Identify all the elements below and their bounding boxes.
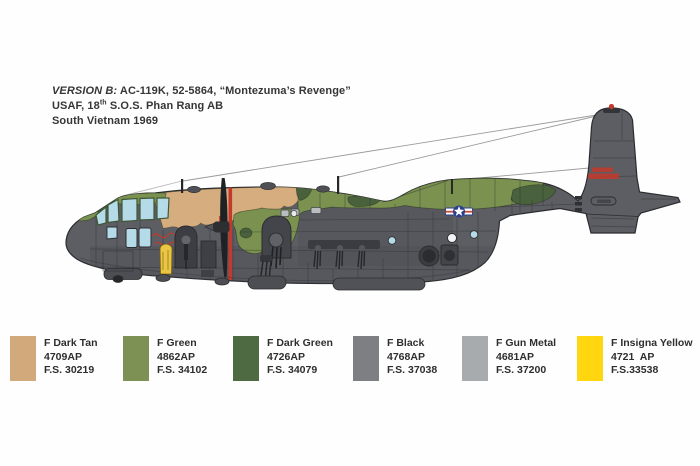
paint-code: 4726AP [267, 350, 305, 363]
paint-code: 4768AP [387, 350, 425, 363]
paint-code: 4721 AP [611, 350, 655, 363]
version-label: VERSION B: [52, 85, 118, 97]
paint-code: 4862AP [157, 350, 195, 363]
open-panel [200, 240, 217, 269]
paint-name: F Dark Tan [44, 337, 98, 349]
caption-line-2: USAF, 18th S.O.S. Phan Rang AB [52, 99, 351, 114]
paint-code: 4681AP [496, 350, 534, 363]
tail-details [575, 103, 639, 217]
paint-fs-number: F.S. 37038 [387, 364, 438, 377]
paint-color-box [123, 336, 149, 381]
caption-line-3: South Vietnam 1969 [52, 115, 159, 127]
open-panel-small [201, 270, 214, 277]
observation-window [447, 233, 457, 243]
tail-code-marking [592, 167, 613, 172]
astrodome-window [290, 210, 298, 217]
airframe-silhouette [65, 107, 681, 285]
paint-color-box [353, 336, 379, 381]
fuselage-side-windows [125, 227, 152, 248]
gun-door-arch [261, 215, 292, 269]
paint-fs-number: F.S. 34079 [267, 364, 318, 377]
paint-color-box [462, 336, 488, 381]
paint-name: F Gun Metal [496, 337, 557, 349]
paint-fs-number: F.S. 34102 [157, 364, 208, 377]
cockpit-windows [95, 197, 170, 240]
paint-name: F Dark Green [267, 337, 333, 349]
paint-color-box [10, 336, 36, 381]
base-text: S.O.S. Phan Rang AB [106, 100, 224, 112]
antenna-masts [181, 176, 453, 194]
unit-text: USAF, 18 [52, 100, 100, 112]
beacon-light [608, 103, 615, 110]
paint-name: F Black [387, 337, 425, 349]
paint-color-box [577, 336, 603, 381]
airframe-details [95, 103, 639, 291]
belly-shadow-line [79, 257, 471, 282]
rear-gun-module [418, 244, 459, 267]
porthole-window [469, 230, 479, 239]
ordinal-suffix: th [99, 99, 107, 107]
paint-fs-number: F.S.33538 [611, 364, 659, 377]
paint-code: 4709AP [44, 350, 82, 363]
paint-name: F Insigna Yellow [611, 337, 693, 349]
tail-code-marking [588, 173, 619, 179]
caption-line-1: VERSION B: AC-119K, 52-5864, “Montezuma’… [52, 84, 351, 99]
crew-door-forward [174, 225, 198, 269]
belly-fairings [103, 268, 426, 291]
version-text: AC-119K, 52-5864, “Montezuma’s Revenge” [117, 85, 351, 97]
porthole-window [387, 236, 397, 245]
propeller-hub [213, 221, 230, 233]
nose-gear-door [102, 250, 134, 272]
paint-fs-number: F.S. 37200 [496, 364, 547, 377]
propeller [204, 178, 230, 278]
caption-block: VERSION B: AC-119K, 52-5864, “Montezuma’… [52, 84, 351, 129]
propeller-warning-stripe [228, 186, 233, 280]
fuselage-domes [187, 182, 330, 194]
propeller-spinner [204, 223, 214, 231]
paint-name: F Green [157, 337, 197, 349]
paint-color-box [233, 336, 259, 381]
star-insignia [445, 205, 473, 218]
paint-fs-number: F.S. 30219 [44, 364, 95, 377]
